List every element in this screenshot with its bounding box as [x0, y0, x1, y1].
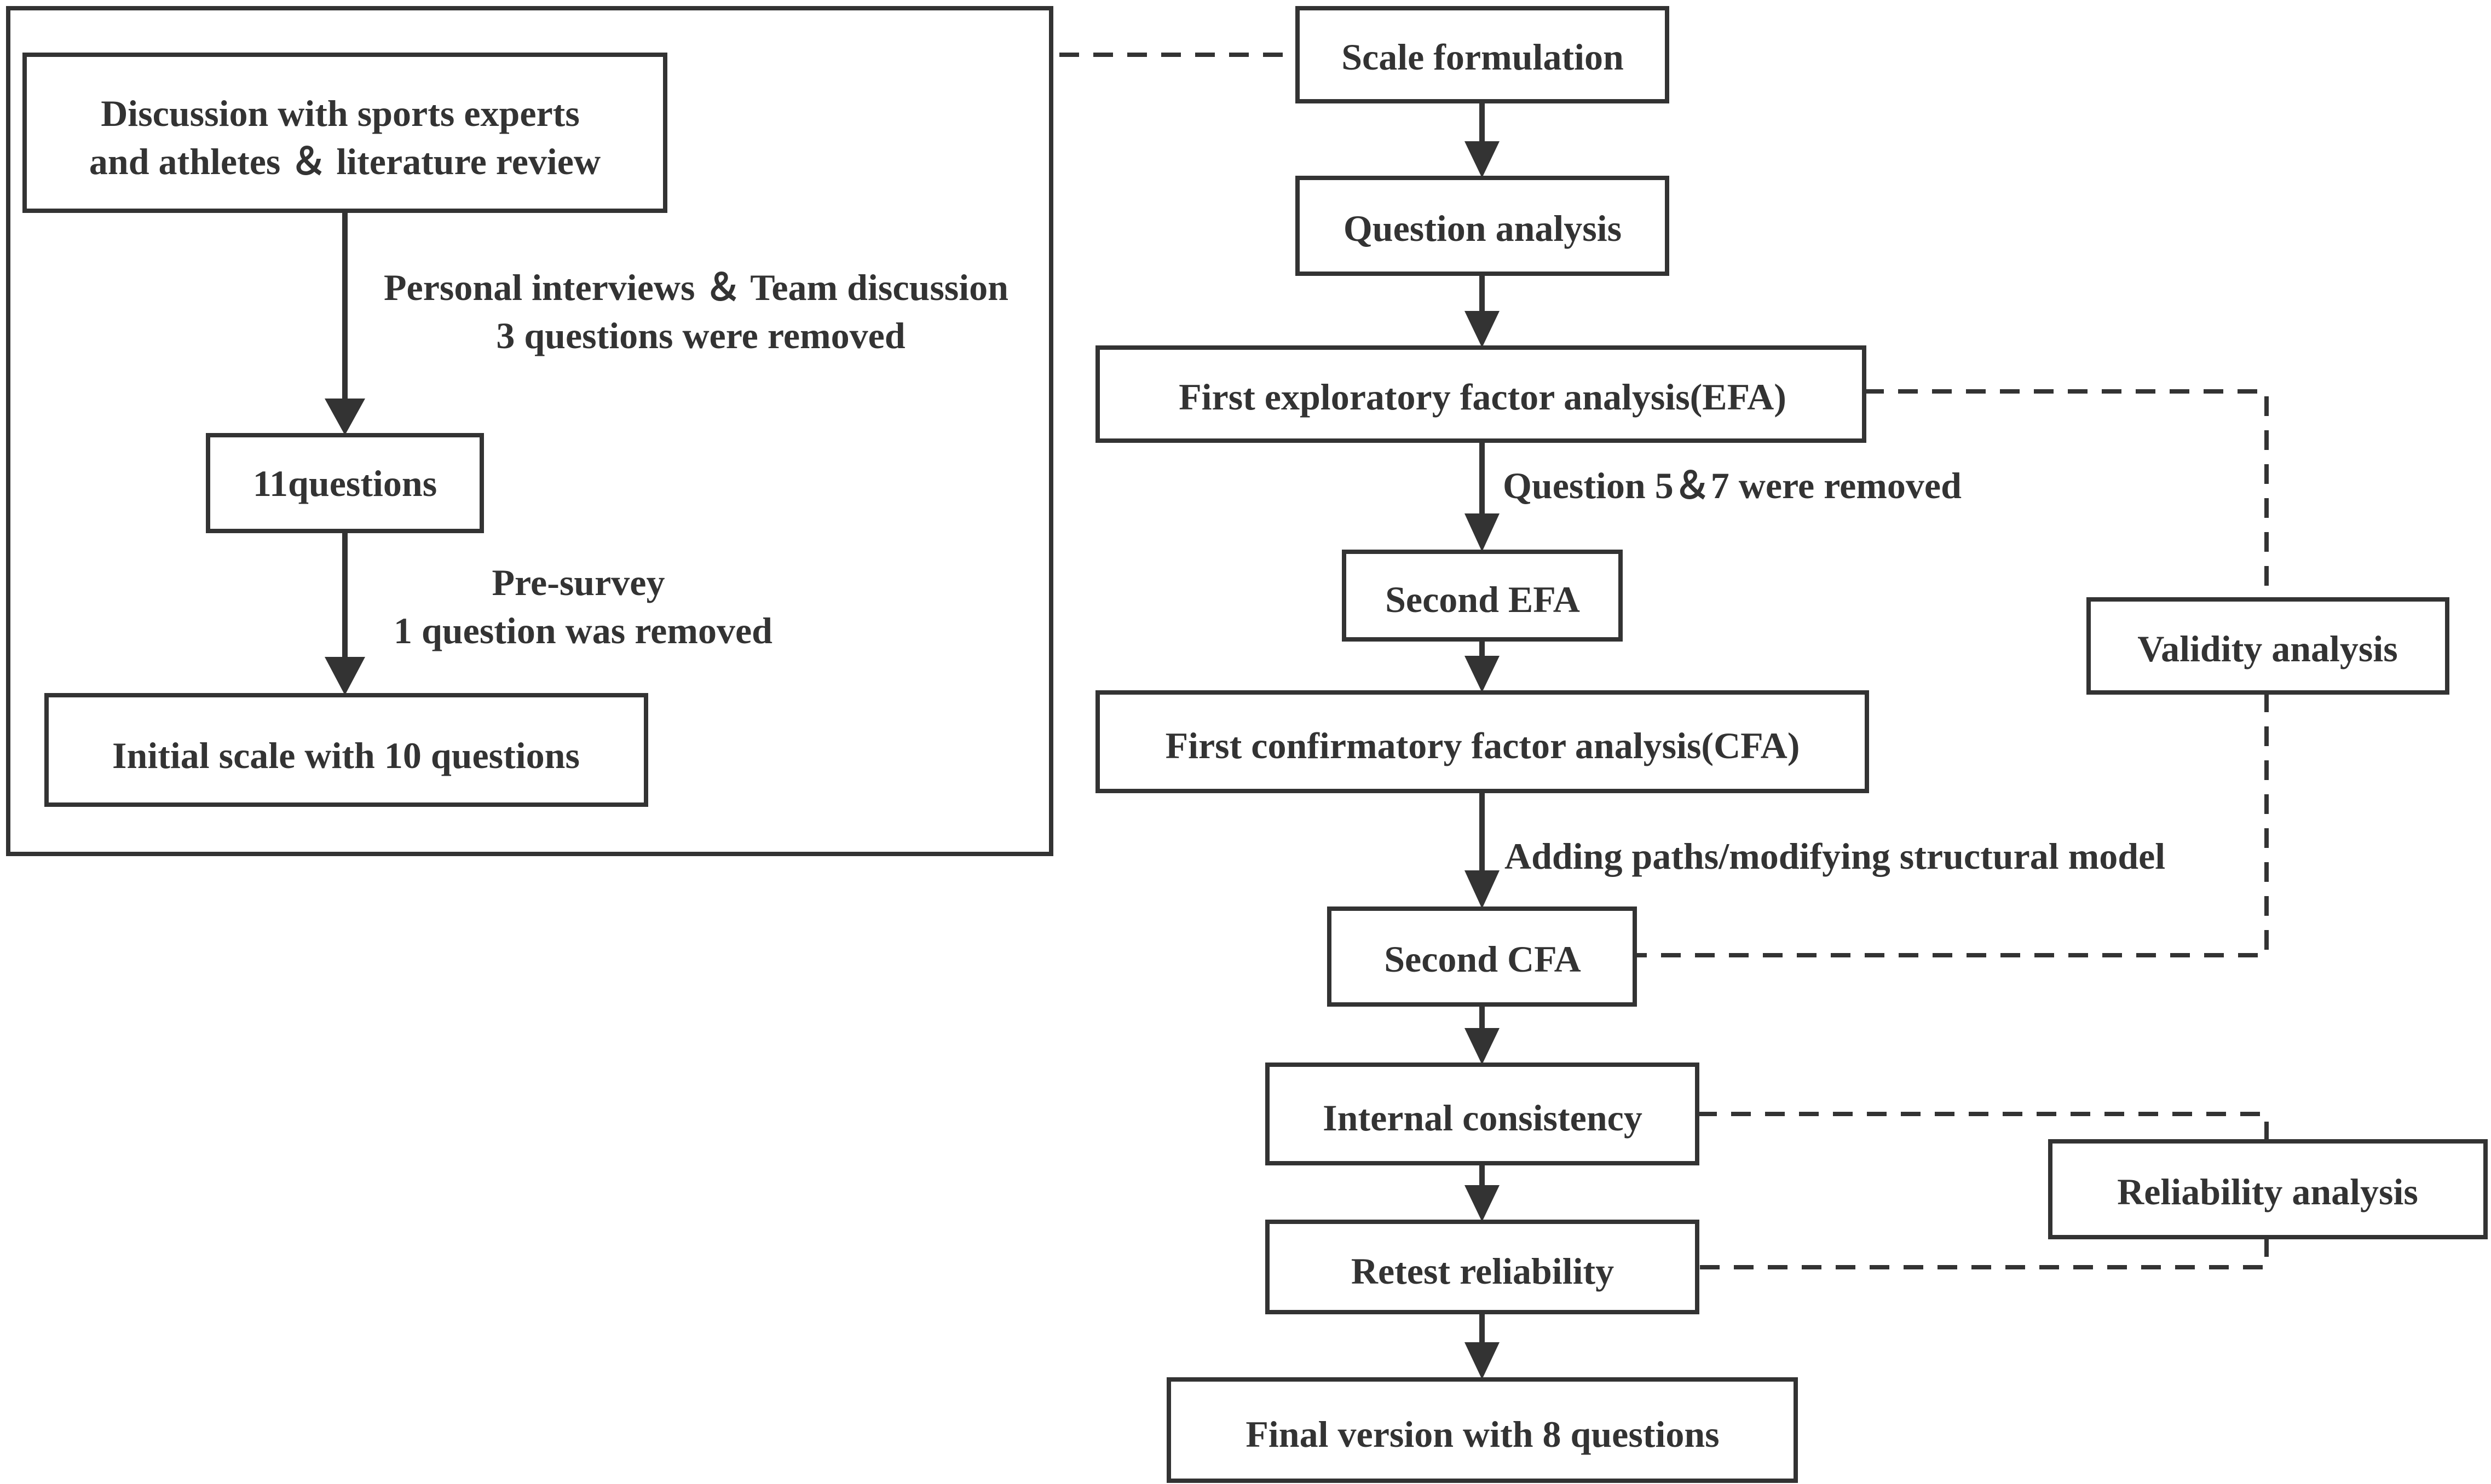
first-cfa-label: First confirmatory factor analysis(CFA) — [1166, 725, 1800, 766]
first-efa-label: First exploratory factor analysis(EFA) — [1179, 376, 1786, 418]
paths-note: Adding paths/modifying structural model — [1504, 835, 2165, 877]
arrowhead — [1464, 656, 1500, 692]
reliability-connector-top — [1697, 1112, 2269, 1141]
question-analysis-label: Question analysis — [1343, 207, 1622, 249]
arrowhead — [1464, 870, 1500, 909]
validity-connector-bottom — [1635, 692, 2269, 957]
arrowhead — [325, 399, 365, 435]
removal-note: Question 5＆7 were removed — [1503, 465, 1962, 506]
internal-consistency-box — [1265, 1063, 1699, 1165]
second-cfa-box — [1327, 906, 1637, 1007]
arrowhead — [1464, 1028, 1500, 1065]
validity-analysis-box — [2086, 597, 2449, 695]
second-cfa-label: Second CFA — [1384, 938, 1581, 980]
questions-11-label: 11questions — [253, 463, 437, 504]
interviews-step-label: Personal interviews ＆ Team discussion 3 … — [384, 267, 1018, 356]
arrowhead — [1464, 513, 1500, 552]
first-cfa-box — [1095, 690, 1869, 793]
arrowhead — [1464, 311, 1500, 348]
reliability-analysis-label: Reliability analysis — [2117, 1171, 2418, 1212]
retest-reliability-label: Retest reliability — [1351, 1250, 1614, 1292]
question-analysis-box — [1295, 176, 1669, 276]
internal-consistency-label: Internal consistency — [1323, 1097, 1642, 1139]
reliability-analysis-box — [2048, 1139, 2488, 1239]
scale-formulation-label: Scale formulation — [1341, 36, 1624, 78]
initial-scale-box — [44, 693, 648, 807]
presurvey-step-label: Pre-survey 1 question was removed — [394, 562, 772, 651]
second-efa-box — [1342, 550, 1623, 642]
scale-formulation-box — [1295, 6, 1669, 103]
arrowhead — [1464, 141, 1500, 178]
arrowhead — [325, 657, 365, 695]
scale-formulation-panel — [6, 6, 1053, 856]
arrowhead — [1464, 1185, 1500, 1222]
final-version-label: Final version with 8 questions — [1246, 1413, 1719, 1455]
reliability-connector-bottom — [1697, 1237, 2269, 1269]
final-version-box — [1167, 1377, 1798, 1483]
retest-reliability-box — [1265, 1220, 1699, 1314]
initial-scale-label: Initial scale with 10 questions — [112, 735, 580, 776]
discussion-label: Discussion with sports experts and athle… — [89, 93, 601, 182]
validity-analysis-label: Validity analysis — [2137, 628, 2398, 669]
arrowhead — [1464, 1342, 1500, 1379]
second-efa-label: Second EFA — [1385, 579, 1580, 620]
questions-11-box — [206, 433, 484, 533]
